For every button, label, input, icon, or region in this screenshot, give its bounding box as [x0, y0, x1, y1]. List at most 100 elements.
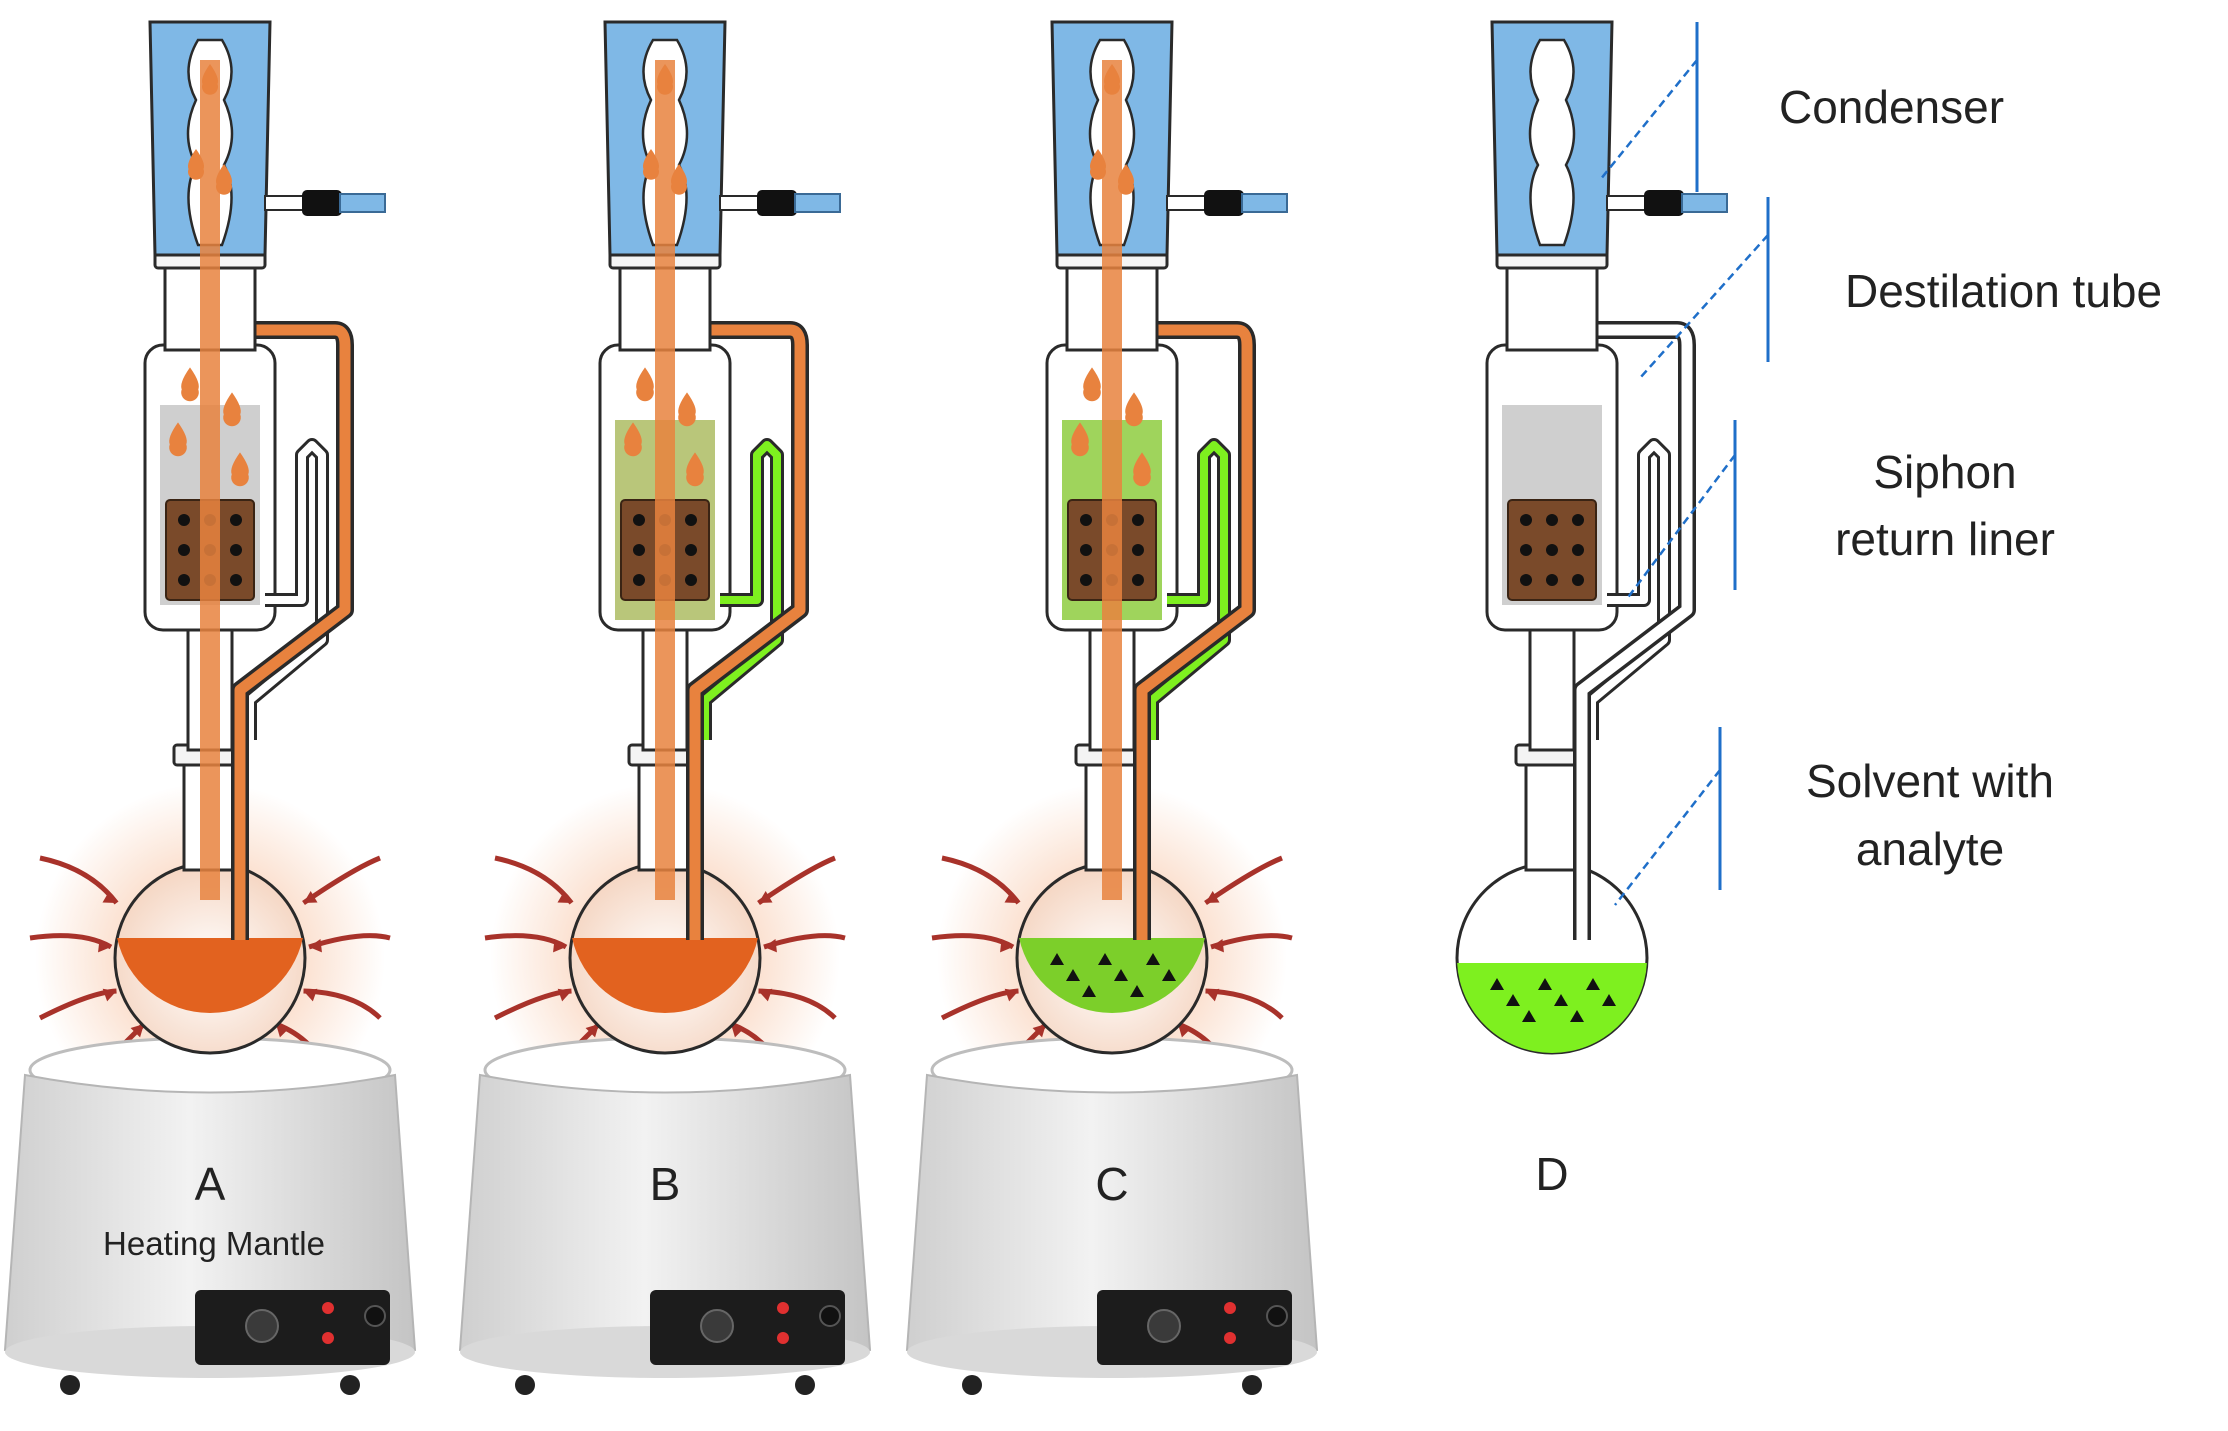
heat-arrow-head	[1205, 988, 1220, 1002]
mantle-foot	[962, 1375, 982, 1395]
control-panel	[650, 1290, 845, 1365]
sample-particle	[633, 574, 645, 586]
heat-arrow-head	[102, 890, 117, 903]
sample-particle	[178, 514, 190, 526]
label-siphon-line2: return liner	[1835, 513, 2055, 565]
sample-particle	[1520, 544, 1532, 556]
analyte-particle	[1586, 978, 1600, 990]
analyte-particle	[1098, 953, 1112, 965]
condenser-inner-tube	[1528, 38, 1576, 247]
siphon-tube	[246, 441, 326, 740]
heating-mantle-label: Heating Mantle	[103, 1225, 325, 1262]
indicator-light	[777, 1332, 789, 1344]
analyte-particle	[1130, 985, 1144, 997]
control-knob	[245, 1309, 279, 1343]
panel-letter-c: C	[1095, 1158, 1128, 1210]
heat-arrow-head	[585, 1024, 599, 1038]
hose-connector	[1644, 190, 1684, 216]
panel-letter-b: B	[650, 1158, 681, 1210]
hose-barb	[1681, 193, 1728, 213]
heat-arrow-head	[1004, 988, 1019, 1002]
apparatus-c	[905, 20, 1319, 1395]
heat-arrow-head	[1004, 890, 1019, 903]
heat-arrow-head	[309, 938, 322, 953]
analyte-particle	[1066, 969, 1080, 981]
heat-arrow-head	[1032, 1024, 1046, 1038]
hose-connector	[302, 190, 342, 216]
condensate-drop	[624, 422, 642, 457]
condensate-drop	[686, 452, 704, 487]
sample-particle	[1572, 514, 1584, 526]
condensate-drop	[1125, 392, 1143, 427]
distillation-arm	[1106, 250, 1253, 940]
label-condenser: Condenser	[1779, 81, 2004, 133]
analyte-particle	[1554, 994, 1568, 1006]
sample-particle	[685, 574, 697, 586]
distillation-arm	[659, 250, 806, 940]
sample-particle	[1572, 544, 1584, 556]
panel-b: B	[458, 20, 872, 1395]
distillation-arm	[1546, 250, 1693, 940]
control-panel	[195, 1290, 390, 1365]
hose-connector	[1204, 190, 1244, 216]
indicator-light	[1224, 1332, 1236, 1344]
vapor-drop	[188, 149, 204, 180]
analyte-particle	[1602, 994, 1616, 1006]
panel-letter-a: A	[195, 1158, 226, 1210]
control-panel	[1097, 1290, 1292, 1365]
siphon-tube	[701, 441, 781, 740]
sample-particle	[633, 514, 645, 526]
power-switch	[819, 1305, 841, 1327]
condensate-drop	[1083, 367, 1101, 402]
heat-arrow-head	[276, 1024, 290, 1038]
heat-arrow-head	[557, 988, 572, 1002]
sample-particle	[685, 514, 697, 526]
sample-particle	[1546, 544, 1558, 556]
indicator-light	[322, 1302, 334, 1314]
heat-arrow-head	[303, 890, 318, 903]
condenser-outlet	[264, 195, 306, 211]
sample-particle	[230, 514, 242, 526]
heat-arrow-head	[102, 988, 117, 1002]
analyte-particle	[1570, 1010, 1584, 1022]
vapor-column	[1102, 60, 1122, 900]
heat-arrow-head	[553, 938, 566, 953]
heat-arrow-head	[758, 988, 773, 1002]
panel-letter-d: D	[1535, 1148, 1568, 1200]
sample-particle	[1546, 514, 1558, 526]
sample-particle	[178, 544, 190, 556]
flask-neck	[1524, 758, 1580, 872]
hose-barb	[1241, 193, 1288, 213]
heat-arrow-head	[758, 890, 773, 903]
sample-particle	[1132, 544, 1144, 556]
heat-arrow-head	[1211, 938, 1224, 953]
analyte-particle	[1146, 953, 1160, 965]
heat-arrow-head	[1205, 890, 1220, 903]
condenser-leader	[1599, 59, 1698, 181]
mantle-foot	[1242, 1375, 1262, 1395]
analyte-particle	[1114, 969, 1128, 981]
flask-solvent	[1457, 963, 1647, 1054]
panel-d: D	[1455, 20, 1728, 1200]
analyte-particle	[1050, 953, 1064, 965]
siphon-tube	[1588, 441, 1668, 740]
apparatus-a	[3, 20, 417, 1395]
flask-solvent	[1019, 938, 1205, 1014]
heat-arrow-head	[1000, 938, 1013, 953]
condensate-drop	[1071, 422, 1089, 457]
label-solvent-line1: Solvent with	[1806, 755, 2054, 807]
mantle-foot	[340, 1375, 360, 1395]
flask-solvent	[572, 938, 758, 1014]
condensate-drop	[181, 367, 199, 402]
heat-arrow-head	[731, 1024, 745, 1038]
sample-particle	[1520, 574, 1532, 586]
siphon-leader	[1625, 454, 1736, 601]
sample-particle	[1520, 514, 1532, 526]
distillation-arm	[204, 250, 351, 940]
sample-particle	[1080, 574, 1092, 586]
solvent-leader	[1614, 769, 1721, 906]
vapor-drop	[671, 164, 687, 195]
vapor-drop	[657, 64, 673, 95]
sample-particle	[1080, 544, 1092, 556]
